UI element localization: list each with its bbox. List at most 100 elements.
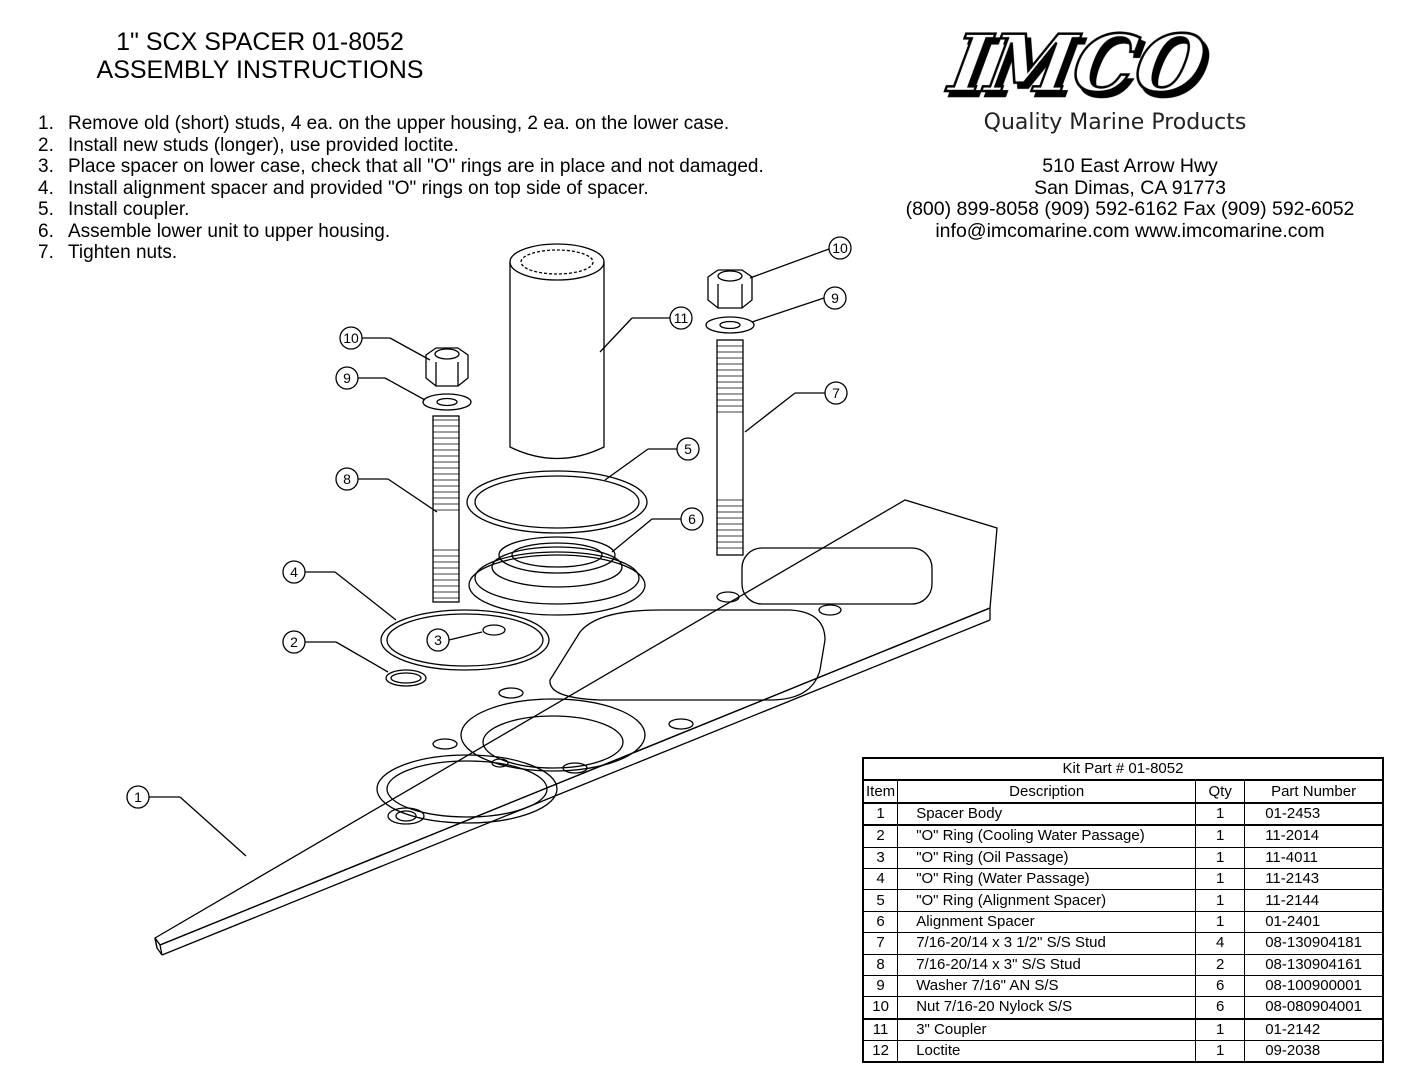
stud-short [432, 415, 460, 603]
header-description: Description [897, 779, 1197, 804]
row-description: "O" Ring (Cooling Water Passage) [897, 824, 1197, 848]
step-number: 3. [38, 156, 54, 177]
step-text: Place spacer on lower case, check that a… [68, 156, 764, 177]
step-text: Remove old (short) studs, 4 ea. on the u… [68, 113, 730, 134]
row-item: 11 [862, 1018, 899, 1042]
callout-label: 3 [434, 632, 442, 648]
row-description: Alignment Spacer [897, 910, 1197, 934]
row-qty: 1 [1195, 846, 1246, 869]
row-description: Washer 7/16" AN S/S [897, 974, 1197, 998]
row-qty: 1 [1195, 1040, 1246, 1063]
stud-long [716, 339, 744, 556]
address-street: 510 East Arrow Hwy [1042, 155, 1218, 177]
header-item: Item [862, 779, 899, 804]
step-number: 4. [38, 177, 54, 199]
row-part-number: 01-2142 [1244, 1018, 1384, 1042]
step-4: 4. Install alignment spacer and provided … [38, 178, 764, 200]
step-text: Install new studs (longer), use provided… [68, 134, 459, 156]
header-qty: Qty [1195, 779, 1246, 804]
callout-label: 5 [684, 441, 692, 457]
callout-oring-alignment: 5 [604, 437, 700, 481]
step-number: 7. [38, 242, 54, 263]
step-number: 5. [38, 199, 54, 220]
callout-label: 7 [832, 385, 840, 401]
coupler [509, 243, 605, 460]
washer-right [705, 316, 755, 334]
callout-coupler: 11 [599, 306, 693, 353]
step-text: Tighten nuts. [68, 242, 178, 263]
row-qty: 2 [1195, 953, 1246, 976]
step-text: Install coupler. [68, 199, 190, 220]
callout-washer-right: 9 [751, 286, 847, 323]
row-description: "O" Ring (Alignment Spacer) [897, 889, 1197, 912]
alignment-spacer [468, 536, 646, 616]
step-number: 6. [38, 220, 54, 242]
row-description: "O" Ring (Oil Passage) [897, 846, 1197, 869]
step-5: 5. Install coupler. [38, 199, 764, 221]
row-description: Loctite [897, 1040, 1197, 1063]
row-item: 10 [862, 996, 899, 1020]
callout-label: 6 [688, 511, 696, 527]
title-line-2: ASSEMBLY INSTRUCTIONS [96, 56, 424, 84]
imco-logo: IMCO [940, 16, 1214, 111]
callout-label: 9 [831, 290, 839, 306]
row-item: 2 [862, 824, 899, 848]
row-qty: 1 [1195, 1018, 1246, 1042]
row-part-number: 01-2401 [1244, 910, 1384, 934]
callout-nut-left: 10 [339, 326, 431, 361]
callout-label: 1 [134, 789, 142, 805]
kit-parts-table: Kit Part # 01-8052 Item Description Qty … [862, 757, 1384, 1064]
oring-water-inner [386, 613, 544, 667]
step-7: 7. Tighten nuts. [38, 242, 764, 264]
callout-label: 11 [674, 310, 689, 326]
callout-alignment-spacer: 6 [611, 507, 704, 553]
row-qty: 1 [1195, 802, 1246, 827]
title-line-1: 1" SCX SPACER 01-8052 [116, 28, 404, 56]
row-description: Nut 7/16-20 Nylock S/S [897, 996, 1197, 1020]
washer-left [422, 393, 472, 411]
kit-table-title: Kit Part # 01-8052 [862, 757, 1384, 782]
callout-oring-water: 4 [282, 560, 397, 621]
company-address: 510 East Arrow Hwy San Dimas, CA 91773 (… [860, 155, 1400, 242]
nut-left [425, 347, 469, 387]
step-2: 2. Install new studs (longer), use provid… [38, 135, 764, 157]
row-description: 7/16-20/14 x 3 1/2" S/S Stud [897, 932, 1197, 955]
row-qty: 1 [1195, 824, 1246, 848]
step-3: 3. Place spacer on lower case, check that… [38, 156, 764, 178]
row-qty: 4 [1195, 932, 1246, 955]
row-qty: 1 [1195, 889, 1246, 912]
row-description: Spacer Body [897, 802, 1197, 827]
step-number: 2. [38, 134, 54, 156]
row-qty: 6 [1195, 974, 1246, 998]
callout-stud-short: 8 [335, 467, 438, 513]
row-item: 4 [862, 867, 899, 891]
row-description: 3" Coupler [897, 1018, 1197, 1042]
step-text: Install alignment spacer and provided "O… [68, 177, 649, 199]
callout-label: 9 [343, 370, 351, 386]
document-title: 1" SCX SPACER 01-8052 ASSEMBLY INSTRUCTI… [40, 28, 480, 84]
step-number: 1. [38, 113, 54, 134]
oring-cooling [385, 669, 427, 687]
row-item: 8 [862, 953, 899, 976]
row-item: 6 [862, 910, 899, 934]
contact-web: info@imcomarine.com www.imcomarine.com [935, 219, 1325, 242]
oring-alignment [466, 470, 648, 534]
step-text: Assemble lower unit to upper housing. [68, 220, 391, 242]
oring-water [380, 609, 550, 671]
callout-oring-cooling: 2 [282, 630, 389, 673]
callout-label: 10 [343, 330, 359, 346]
callout-label: 10 [832, 240, 848, 256]
callout-oring-oil: 3 [426, 628, 483, 652]
row-item: 7 [862, 932, 899, 955]
callout-stud-long: 7 [744, 381, 848, 433]
oring-oil [482, 624, 506, 636]
